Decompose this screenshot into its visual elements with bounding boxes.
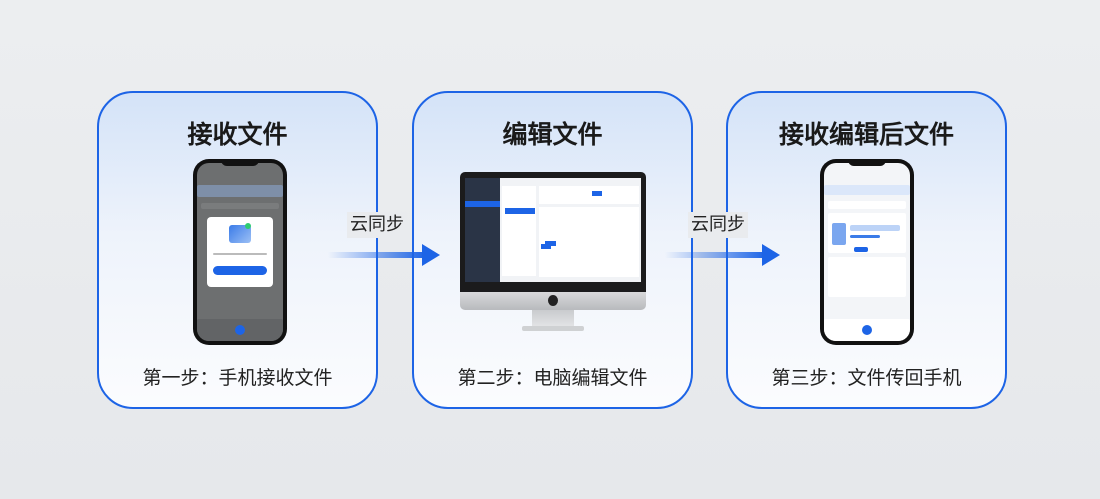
confirm-button[interactable]	[213, 266, 267, 275]
arrow-icon	[665, 244, 780, 266]
step-card-receive: 接收文件 第一步：手机接收文件	[97, 91, 378, 409]
apple-logo-icon	[548, 295, 558, 306]
arrow-icon	[328, 244, 440, 266]
sync-label: 云同步	[688, 212, 748, 238]
card-title: 接收编辑后文件	[778, 120, 954, 149]
card-title: 编辑文件	[502, 120, 603, 149]
step-caption: 第三步：文件传回手机	[771, 367, 962, 389]
sync-label: 云同步	[347, 212, 407, 238]
step-caption: 第一步：手机接收文件	[142, 367, 333, 389]
monitor-illustration	[460, 172, 646, 332]
image-icon	[229, 225, 251, 243]
step-caption: 第二步：电脑编辑文件	[457, 367, 648, 389]
card-title: 接收文件	[187, 120, 288, 149]
phone-illustration	[193, 159, 287, 345]
phone-illustration	[820, 159, 914, 345]
